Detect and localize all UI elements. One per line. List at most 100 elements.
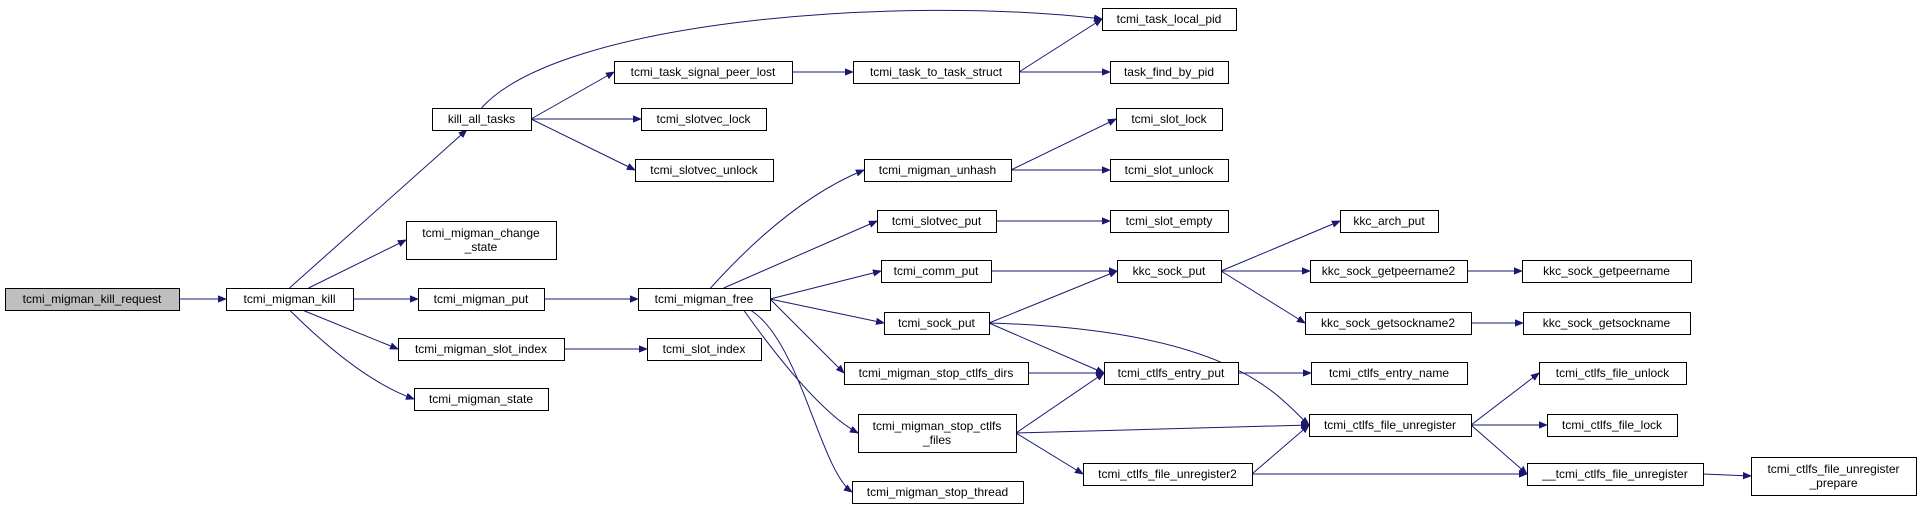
- node-box: [1116, 108, 1223, 131]
- edge-tcmi-migman-stop-ctlfs-files-to-tcmi-ctlfs-entry-put: [1015, 373, 1104, 434]
- edge-tcmi-migman-free-to-tcmi-comm-put: [769, 271, 881, 300]
- node-label: tcmi_task_signal_peer_lost: [631, 65, 776, 79]
- node-kkc-arch-put[interactable]: kkc_arch_put: [1340, 210, 1439, 233]
- node-kkc-sock-getpeername2[interactable]: kkc_sock_getpeername2: [1310, 260, 1468, 283]
- node-tcmi-ctlfs-file-unregister-prepare[interactable]: tcmi_ctlfs_file_unregister_prepare: [1751, 457, 1917, 496]
- node-box: [1305, 312, 1472, 335]
- nodes-layer: tcmi_migman_kill_request tcmi_migman_kill…: [5, 8, 1917, 504]
- node-label: tcmi_migman_state: [429, 392, 533, 406]
- node-kkc-sock-put[interactable]: kkc_sock_put: [1117, 260, 1222, 283]
- node-box: [226, 288, 354, 311]
- node-tcmi-task-local-pid[interactable]: tcmi_task_local_pid: [1102, 8, 1237, 31]
- node-tcmi-sock-put[interactable]: tcmi_sock_put: [884, 312, 990, 335]
- node-tcmi-migman-slot-index[interactable]: tcmi_migman_slot_index: [398, 338, 565, 361]
- node-tcmi-ctlfs-file-lock[interactable]: tcmi_ctlfs_file_lock: [1547, 414, 1678, 437]
- node-box: [1104, 362, 1239, 385]
- node-box: [1110, 159, 1229, 182]
- node-tcmi-migman-kill[interactable]: tcmi_migman_kill: [226, 288, 354, 311]
- node-label: kkc_sock_getpeername2: [1322, 264, 1456, 278]
- edge-tcmi-migman-free-to-tcmi-migman-stop-ctlfs-dirs: [769, 298, 844, 373]
- node-tcmi-slot-index[interactable]: tcmi_slot_index: [647, 338, 762, 361]
- edge-kkc-sock-put-to-kkc-arch-put: [1220, 220, 1340, 272]
- edge-kill-all-tasks-to-tcmi-slotvec-unlock: [530, 118, 635, 170]
- node-label: tcmi_migman_stop_thread: [867, 485, 1008, 499]
- node-tcmi-migman-change-state[interactable]: tcmi_migman_change_state: [406, 221, 557, 260]
- node-box: [1522, 260, 1692, 283]
- node-kkc-sock-getsockname2[interactable]: kkc_sock_getsockname2: [1305, 312, 1472, 335]
- node-label: tcmi_ctlfs_file_unlock: [1556, 366, 1670, 380]
- edges-layer: [179, 9, 1751, 492]
- node-label: __tcmi_ctlfs_file_unregister: [1541, 467, 1687, 481]
- edge-tcmi-task-to-task-struct-to-tcmi-task-local-pid: [1018, 19, 1102, 73]
- edge-tcmi-migman-free-to-tcmi-migman-stop-thread: [749, 309, 852, 492]
- node-tcmi-slot-unlock[interactable]: tcmi_slot_unlock: [1110, 159, 1229, 182]
- node-box: [864, 159, 1012, 182]
- node-box: [432, 108, 532, 131]
- node-tcmi-slot-lock[interactable]: tcmi_slot_lock: [1116, 108, 1223, 131]
- node-box: [852, 481, 1024, 504]
- edge-tcmi-ctlfs-file-unregister-to-tcmi-ctlfs-file-unregister: [1470, 424, 1527, 474]
- node-box: [641, 108, 767, 131]
- node-box: [638, 288, 771, 311]
- node-kkc-sock-getsockname[interactable]: kkc_sock_getsockname: [1523, 312, 1691, 335]
- edge-tcmi-migman-free-to-tcmi-slotvec-put: [723, 220, 877, 289]
- node-label: kkc_sock_getsockname: [1543, 316, 1671, 330]
- node-label: tcmi_ctlfs_file_unregister: [1324, 418, 1456, 432]
- edge-tcmi-ctlfs-file-unregister-to-tcmi-ctlfs-file-unlock: [1470, 373, 1539, 426]
- node-label: _state: [464, 240, 498, 254]
- node-tcmi-migman-put[interactable]: tcmi_migman_put: [418, 288, 545, 311]
- node-tcmi-migman-kill-request[interactable]: tcmi_migman_kill_request: [5, 288, 180, 311]
- edge-kill-all-tasks-to-tcmi-task-signal-peer-lost: [530, 72, 614, 120]
- node-tcmi-migman-stop-ctlfs-files[interactable]: tcmi_migman_stop_ctlfs_files: [858, 414, 1017, 453]
- node-tcmi-ctlfs-entry-put[interactable]: tcmi_ctlfs_entry_put: [1104, 362, 1239, 385]
- node-label: tcmi_ctlfs_file_unregister2: [1098, 467, 1237, 481]
- node-tcmi-migman-stop-ctlfs-dirs[interactable]: tcmi_migman_stop_ctlfs_dirs: [844, 362, 1029, 385]
- node-tcmi-slotvec-unlock[interactable]: tcmi_slotvec_unlock: [635, 159, 774, 182]
- node-box: [1340, 210, 1439, 233]
- node-tcmi-migman-free[interactable]: tcmi_migman_free: [638, 288, 771, 311]
- node-tcmi-ctlfs-entry-name[interactable]: tcmi_ctlfs_entry_name: [1311, 362, 1468, 385]
- node-label: _files: [922, 433, 951, 447]
- node-label: kill_all_tasks: [448, 112, 515, 126]
- node-label: tcmi_migman_change: [422, 226, 540, 240]
- node-label: tcmi_task_local_pid: [1117, 12, 1222, 26]
- edge-tcmi-migman-free-to-tcmi-sock-put: [769, 298, 884, 323]
- node-label: task_find_by_pid: [1124, 65, 1214, 79]
- node-label: tcmi_slotvec_put: [892, 214, 982, 228]
- node-label: tcmi_migman_stop_ctlfs_dirs: [859, 366, 1014, 380]
- node-box: [1751, 457, 1917, 496]
- node-box: [1527, 463, 1704, 486]
- node-tcmi-task-to-task-struct[interactable]: tcmi_task_to_task_struct: [853, 61, 1020, 84]
- edge-kill-all-tasks-to-tcmi-task-local-pid: [481, 9, 1103, 109]
- node-label: tcmi_migman_stop_ctlfs: [873, 419, 1002, 433]
- edge-tcmi-ctlfs-file-unregister-to-tcmi-ctlfs-file-unregister-prepare: [1702, 474, 1751, 476]
- node-tcmi-ctlfs-file-unregister2[interactable]: tcmi_ctlfs_file_unregister2: [1083, 463, 1253, 486]
- node-tcmi-comm-put[interactable]: tcmi_comm_put: [881, 260, 992, 283]
- node-label: tcmi_sock_put: [898, 316, 975, 330]
- node-kkc-sock-getpeername[interactable]: kkc_sock_getpeername: [1522, 260, 1692, 283]
- node-box: [877, 210, 997, 233]
- node-tcmi-migman-stop-thread[interactable]: tcmi_migman_stop_thread: [852, 481, 1024, 504]
- node-task-find-by-pid[interactable]: task_find_by_pid: [1110, 61, 1229, 84]
- node-tcmi-task-signal-peer-lost[interactable]: tcmi_task_signal_peer_lost: [614, 61, 793, 84]
- node-box: [418, 288, 545, 311]
- node-box: [1310, 260, 1468, 283]
- node-tcmi-slotvec-put[interactable]: tcmi_slotvec_put: [877, 210, 997, 233]
- node-box: [406, 221, 557, 260]
- node-label: _prepare: [1808, 476, 1857, 490]
- node-box: [858, 414, 1017, 453]
- node-tcmi-ctlfs-file-unlock[interactable]: tcmi_ctlfs_file_unlock: [1539, 362, 1687, 385]
- node-tcmi-migman-unhash[interactable]: tcmi_migman_unhash: [864, 159, 1012, 182]
- node-label: tcmi_migman_kill_request: [23, 292, 162, 306]
- node-tcmi-slot-empty[interactable]: tcmi_slot_empty: [1110, 210, 1229, 233]
- node-tcmi-ctlfs-file-unregister[interactable]: tcmi_ctlfs_file_unregister: [1309, 414, 1472, 437]
- edge-tcmi-migman-kill-to-kill-all-tasks: [289, 130, 467, 289]
- node-tcmi-slotvec-lock[interactable]: tcmi_slotvec_lock: [641, 108, 767, 131]
- node-box: [1117, 260, 1222, 283]
- node-tcmi-migman-state[interactable]: tcmi_migman_state: [414, 388, 549, 411]
- node-kill-all-tasks[interactable]: kill_all_tasks: [432, 108, 532, 131]
- node-box: [1311, 362, 1468, 385]
- node-label: tcmi_slotvec_unlock: [650, 163, 758, 177]
- node-tcmi-ctlfs-file-unregister[interactable]: __tcmi_ctlfs_file_unregister: [1527, 463, 1704, 486]
